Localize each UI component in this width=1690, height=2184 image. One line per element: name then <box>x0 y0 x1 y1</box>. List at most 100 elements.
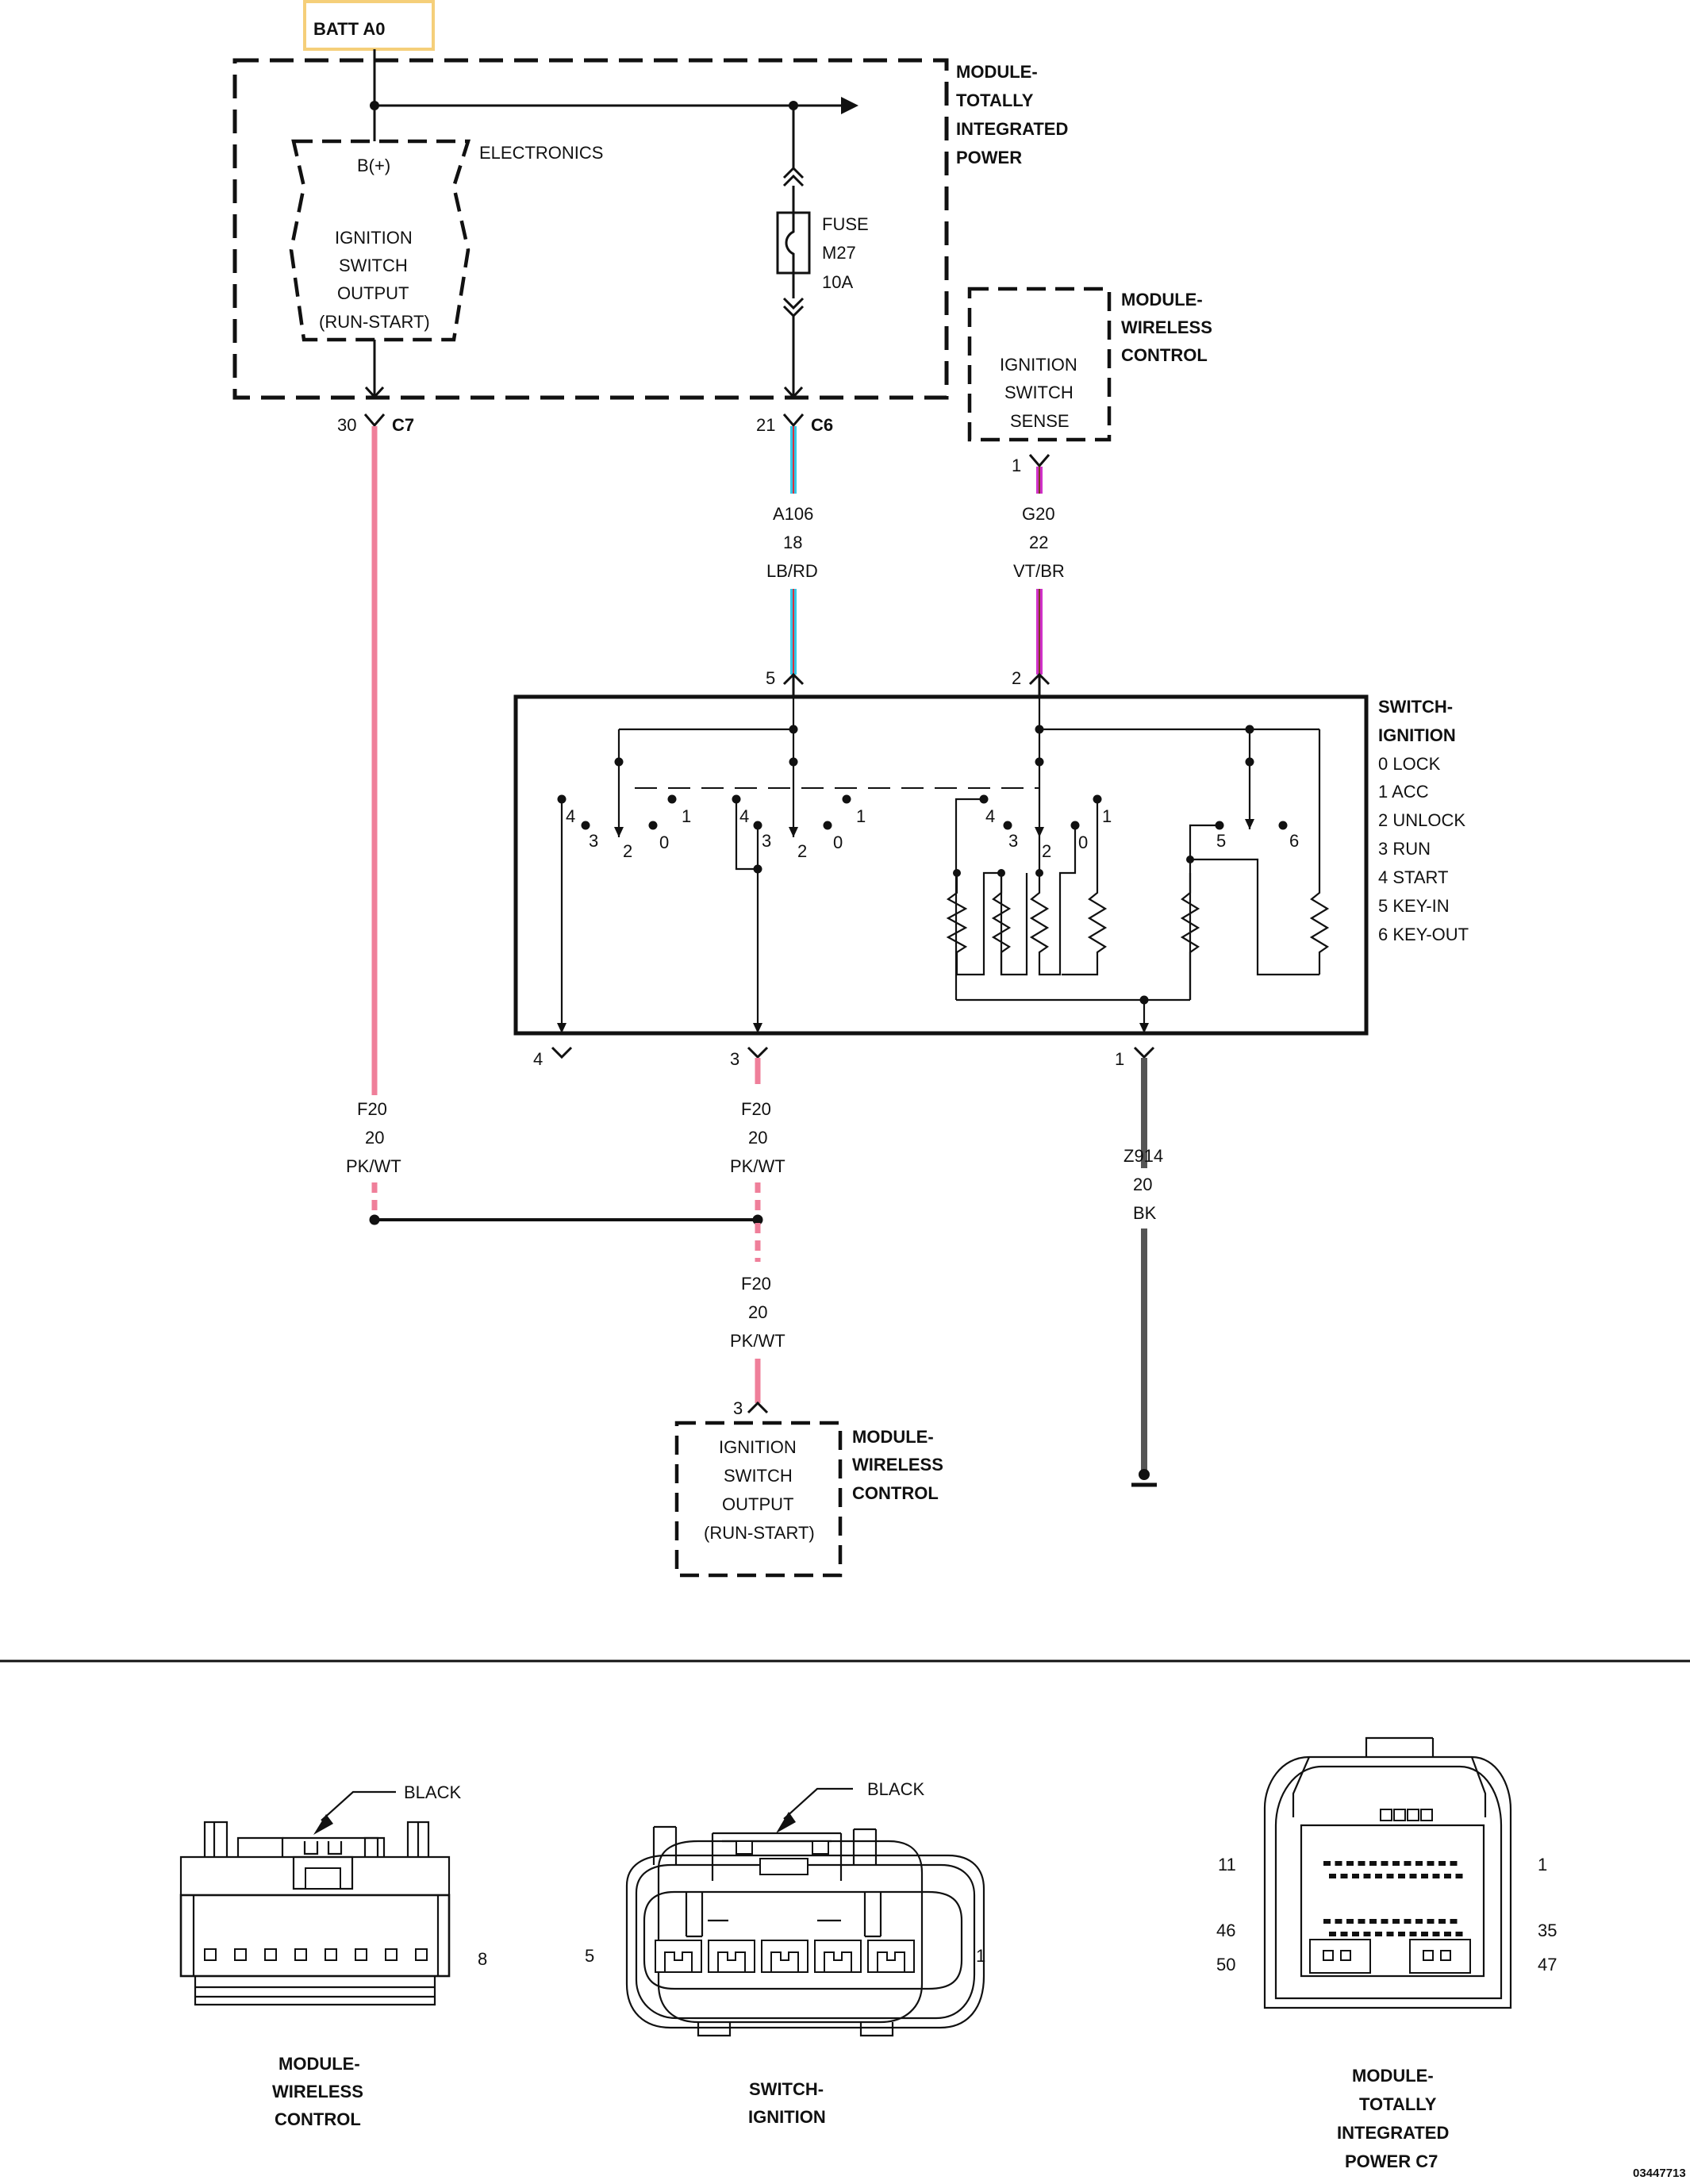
svg-text:SWITCH: SWITCH <box>1004 383 1074 402</box>
svg-text:20: 20 <box>1133 1175 1152 1194</box>
svg-text:WIRELESS: WIRELESS <box>1121 317 1212 337</box>
label-f20-mid: F20 20 PK/WT <box>730 1099 785 1176</box>
tipm-module-boundary <box>232 58 949 400</box>
svg-text:2 UNLOCK: 2 UNLOCK <box>1378 810 1465 830</box>
svg-text:TOTALLY: TOTALLY <box>956 90 1034 110</box>
tipm-pin-cavity <box>1444 1932 1451 1936</box>
svg-text:1: 1 <box>1102 806 1112 826</box>
connector-view-switch: BLACK 5 1 SWITCH- IGNITION <box>585 1779 985 2127</box>
tipm-pin-cavity <box>1404 1861 1412 1866</box>
connector-c7-pin30: 30 C7 <box>337 413 414 435</box>
svg-text:0: 0 <box>1078 832 1088 852</box>
svg-text:PK/WT: PK/WT <box>730 1331 785 1351</box>
svg-text:3: 3 <box>589 831 598 851</box>
svg-text:FUSE: FUSE <box>822 214 869 234</box>
tipm-pin-cavity <box>1415 1861 1423 1866</box>
svg-text:10A: 10A <box>822 272 853 292</box>
svg-text:6: 6 <box>1289 831 1299 851</box>
svg-text:0: 0 <box>833 832 843 852</box>
batt-a0-box <box>303 0 435 51</box>
svg-text:M27: M27 <box>822 243 856 263</box>
svg-text:1: 1 <box>976 1946 985 1966</box>
svg-text:WIRELESS: WIRELESS <box>272 2082 363 2101</box>
svg-text:50: 50 <box>1216 1955 1235 1974</box>
svg-text:BLACK: BLACK <box>404 1782 461 1802</box>
svg-text:VT/BR: VT/BR <box>1013 561 1065 581</box>
svg-text:PK/WT: PK/WT <box>346 1156 401 1176</box>
svg-text:A106: A106 <box>773 504 813 524</box>
svg-text:OUTPUT: OUTPUT <box>337 283 409 303</box>
tipm-pin-cavity <box>1421 1874 1428 1878</box>
svg-text:20: 20 <box>748 1128 767 1148</box>
svg-text:0 LOCK: 0 LOCK <box>1378 754 1441 774</box>
svg-text:4: 4 <box>533 1049 543 1069</box>
batt-a0-label: BATT A0 <box>313 19 385 39</box>
svg-text:1: 1 <box>1538 1855 1547 1874</box>
svg-text:11: 11 <box>1218 1855 1236 1874</box>
svg-text:IGNITION: IGNITION <box>719 1437 797 1457</box>
tipm-pin-cavity <box>1352 1932 1359 1936</box>
svg-text:IGNITION: IGNITION <box>1000 355 1077 375</box>
tipm-pin-cavity <box>1409 1874 1417 1878</box>
svg-text:MODULE-: MODULE- <box>956 62 1038 82</box>
tipm-pin-cavity <box>1335 1861 1342 1866</box>
svg-text:30: 30 <box>337 415 356 435</box>
ignition-switch-internals: 4 3 2 0 1 4 3 2 0 1 4 <box>557 697 1330 1033</box>
svg-text:20: 20 <box>748 1302 767 1322</box>
svg-text:PK/WT: PK/WT <box>730 1156 785 1176</box>
svg-text:4 START: 4 START <box>1378 867 1448 887</box>
label-z914: Z914 20 BK <box>1123 1146 1163 1223</box>
svg-text:1: 1 <box>1115 1049 1124 1069</box>
svg-text:POWER: POWER <box>956 148 1022 167</box>
figure-id: 03447713 <box>1633 2167 1686 2180</box>
tipm-pin-cavity <box>1340 1932 1348 1936</box>
svg-text:CONTROL: CONTROL <box>1121 345 1208 365</box>
svg-text:SWITCH: SWITCH <box>339 256 408 275</box>
svg-text:1 ACC: 1 ACC <box>1378 782 1429 802</box>
tipm-pin-cavity <box>1375 1932 1382 1936</box>
wcm-top-sense: IGNITION SWITCH SENSE <box>1000 355 1077 431</box>
svg-text:(RUN-START): (RUN-START) <box>319 312 430 332</box>
ground-symbol <box>1131 1469 1157 1487</box>
svg-text:C6: C6 <box>811 415 833 435</box>
svg-text:1: 1 <box>682 806 691 826</box>
svg-text:1: 1 <box>856 806 866 826</box>
svg-text:5: 5 <box>1216 831 1226 851</box>
svg-text:IGNITION: IGNITION <box>1378 725 1456 745</box>
svg-text:MODULE-: MODULE- <box>852 1427 934 1447</box>
svg-text:F20: F20 <box>741 1099 771 1119</box>
svg-text:ELECTRONICS: ELECTRONICS <box>479 143 603 163</box>
svg-text:OUTPUT: OUTPUT <box>722 1494 793 1514</box>
svg-text:2: 2 <box>797 841 807 861</box>
tipm-pin-cavity <box>1323 1919 1331 1924</box>
svg-text:3: 3 <box>730 1049 739 1069</box>
tipm-pin-cavity <box>1329 1874 1336 1878</box>
svg-text:B(+): B(+) <box>357 156 390 175</box>
svg-text:5 KEY-IN: 5 KEY-IN <box>1378 896 1450 916</box>
svg-text:LB/RD: LB/RD <box>766 561 818 581</box>
svg-text:SENSE: SENSE <box>1010 411 1070 431</box>
svg-text:Z914: Z914 <box>1123 1146 1163 1166</box>
tipm-pin-cavity <box>1340 1874 1348 1878</box>
svg-text:18: 18 <box>783 533 802 552</box>
svg-text:BLACK: BLACK <box>867 1779 924 1799</box>
svg-text:3: 3 <box>1008 831 1018 851</box>
svg-text:2: 2 <box>1042 841 1051 861</box>
tipm-pin-cavity <box>1438 1919 1446 1924</box>
wcm-bottom-title: MODULE- WIRELESS CONTROL <box>852 1427 943 1503</box>
tipm-pin-cavity <box>1438 1861 1446 1866</box>
ignition-switch-boundary <box>513 694 1369 1036</box>
tipm-pin-cavity <box>1335 1919 1342 1924</box>
wcm-top-boundary <box>967 286 1112 442</box>
svg-text:3 RUN: 3 RUN <box>1378 839 1431 859</box>
svg-text:CONTROL: CONTROL <box>275 2109 361 2129</box>
svg-text:1: 1 <box>1012 456 1021 475</box>
svg-text:F20: F20 <box>357 1099 387 1119</box>
wire-g20: G20 22 VT/BR <box>1013 467 1065 675</box>
tipm-pin-cavity <box>1363 1932 1371 1936</box>
connector-view-wcm: BLACK 8 MODULE- WIRELESS CONTROL <box>179 1782 487 2129</box>
svg-text:22: 22 <box>1029 533 1048 552</box>
tipm-pin-cavity <box>1455 1932 1463 1936</box>
wcm-bottom-output: IGNITION SWITCH OUTPUT (RUN-START) <box>704 1437 815 1543</box>
